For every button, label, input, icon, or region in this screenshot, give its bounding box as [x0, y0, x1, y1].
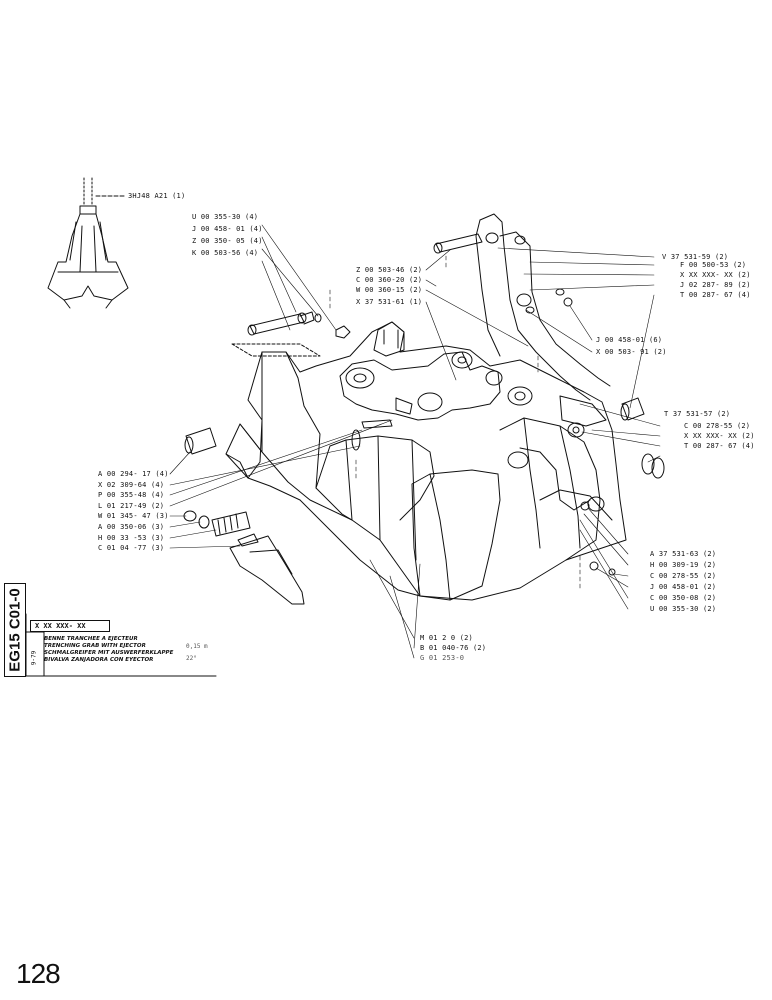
- part-label: C 00 278-55 (2): [650, 572, 717, 580]
- assembly-axes: [329, 255, 581, 591]
- title-line-english: TRENCHING GRAB WITH EJECTOR: [44, 643, 146, 649]
- part-label: H 00 33 -53 (3): [98, 534, 165, 542]
- part-label: Z 00 503-46 (2): [356, 266, 423, 274]
- part-label: C 00 350-08 (2): [650, 594, 717, 602]
- part-label: A 00 350-06 (3): [98, 523, 165, 531]
- part-label: C 00 360-20 (2): [356, 276, 423, 284]
- title-block-frame: [25, 613, 217, 677]
- part-label: U 00 355-30 (2): [650, 605, 717, 613]
- part-label: U 00 355-30 (4): [192, 213, 259, 221]
- part-label: F 00 500-53 (2): [680, 261, 747, 269]
- part-label: A 00 294- 17 (4): [98, 470, 169, 478]
- leader-lines: [169, 224, 661, 659]
- title-code: X XX XXX- XX: [30, 620, 110, 632]
- part-label: J 00 458-01 (2): [650, 583, 717, 591]
- part-label: W 01 345- 47 (3): [98, 512, 169, 520]
- part-label: G 01 253-0: [420, 654, 465, 662]
- part-label: J 02 287- 89 (2): [680, 281, 751, 289]
- part-label: Z 00 350- 05 (4): [192, 237, 263, 245]
- part-label: T 00 287- 67 (4): [680, 291, 751, 299]
- part-label: C 00 278-55 (2): [684, 422, 751, 430]
- reference-thumbnail: [47, 177, 129, 309]
- part-label: T 00 287- 67 (4): [684, 442, 755, 450]
- part-label: P 00 355-48 (4): [98, 491, 165, 499]
- part-label: X 37 531-61 (1): [356, 298, 423, 306]
- part-label: J 00 458-01 (6): [596, 336, 663, 344]
- part-label: B 01 040-76 (2): [420, 644, 487, 652]
- part-label: X 00 503- 91 (2): [596, 348, 667, 356]
- drawing-code-box: EG15 C01-0: [4, 583, 26, 677]
- part-label: W 00 360-15 (2): [356, 286, 423, 294]
- loose-hardware: [183, 233, 665, 605]
- title-line-spanish: BIVALVA ZANJADORA CON EYECTOR: [44, 657, 154, 663]
- title-date: 9-79: [30, 650, 38, 666]
- title-note-angle: 22°: [186, 655, 197, 662]
- ejector-arms: [475, 213, 611, 512]
- part-label: V 37 531-59 (2): [662, 253, 729, 261]
- part-label: K 00 503-56 (4): [192, 249, 259, 257]
- part-label: X XX XXX- XX (2): [684, 432, 755, 440]
- title-note-width: 0,15 m: [186, 643, 208, 650]
- part-label: X 02 309-64 (4): [98, 481, 165, 489]
- part-label: L 01 217-49 (2): [98, 502, 165, 510]
- part-label: A 37 531-63 (2): [650, 550, 717, 558]
- title-line-french: BENNE TRANCHEE A EJECTEUR: [44, 636, 138, 642]
- part-label: C 01 04 -77 (3): [98, 544, 165, 552]
- part-label: H 00 309-19 (2): [650, 561, 717, 569]
- title-block: X XX XXX- XX 9-79 BENNE TRANCHEE A EJECT…: [26, 614, 216, 676]
- hinge-block: [339, 321, 533, 421]
- part-label: J 00 458- 01 (4): [192, 225, 263, 233]
- part-label: T 37 531-57 (2): [664, 410, 731, 418]
- part-label: 3HJ48 A21 (1): [128, 192, 186, 200]
- title-date-box: 9-79: [28, 644, 40, 672]
- part-label: X XX XXX- XX (2): [680, 271, 751, 279]
- part-label: M 01 2 0 (2): [420, 634, 473, 642]
- title-line-german: SCHMALGREIFER MIT AUSWERFERKLAPPE: [44, 650, 174, 656]
- page-number: 128: [16, 958, 61, 989]
- drawing-code: EG15 C01-0: [6, 588, 24, 672]
